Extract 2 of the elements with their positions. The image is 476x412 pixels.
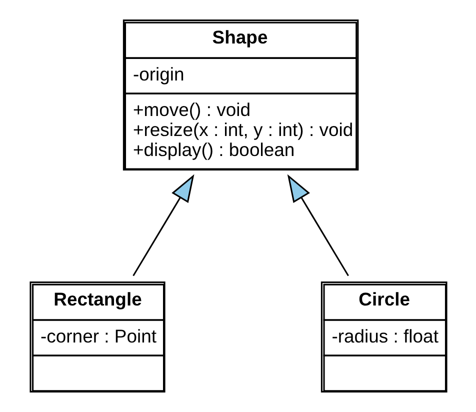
arrow — [286, 174, 348, 276]
arrow — [132, 174, 194, 276]
